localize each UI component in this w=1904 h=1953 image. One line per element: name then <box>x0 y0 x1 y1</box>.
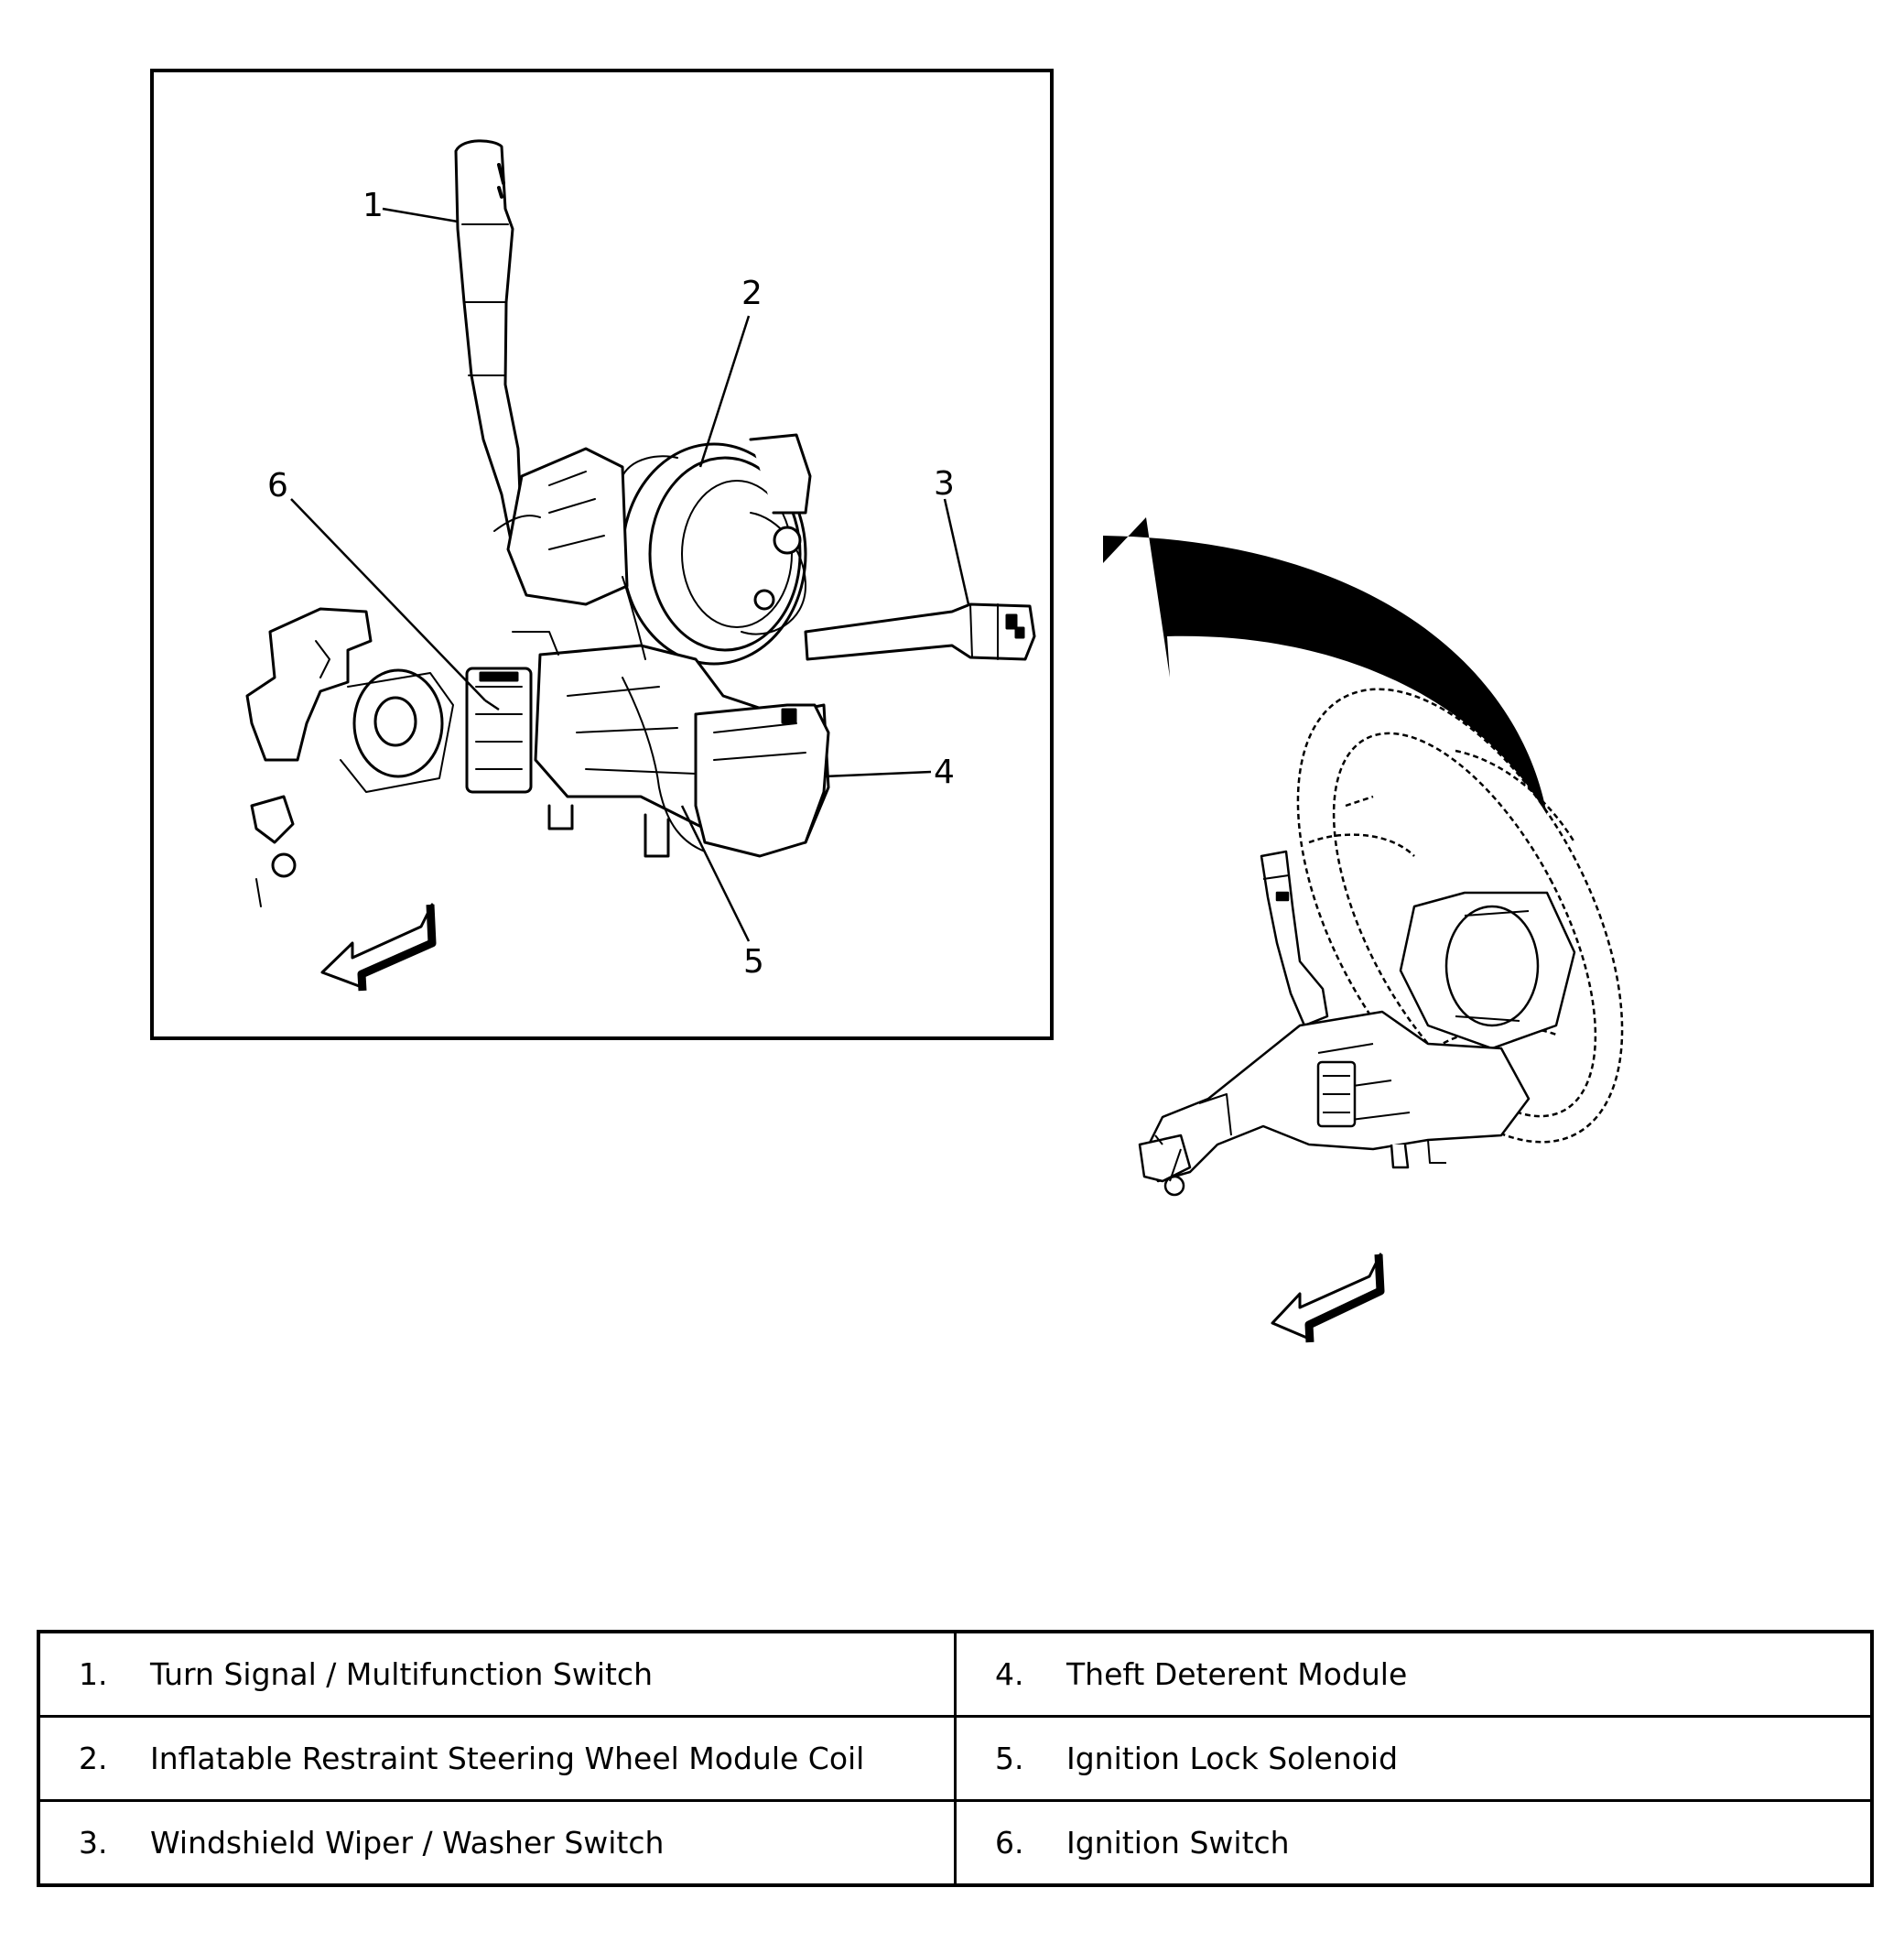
callout-4: 4 <box>934 754 955 791</box>
wiper-washer-lever <box>804 602 1036 661</box>
overview-column-detail <box>1138 850 1576 1197</box>
callout-6: 6 <box>267 467 288 505</box>
legend-item-2: 2. Inflatable Restraint Steering Wheel Mo… <box>37 1715 957 1802</box>
view-direction-arrow-icon <box>320 903 437 992</box>
mounting-bracket <box>245 607 373 907</box>
callout-3: 3 <box>934 465 955 503</box>
legend-label: Turn Signal / Multifunction Switch <box>150 1656 653 1692</box>
parts-legend-table: 1. Turn Signal / Multifunction Switch 4. T… <box>37 1630 1874 1887</box>
legend-number: 4. <box>995 1656 1024 1692</box>
legend-item-4: 4. Theft Deterent Module <box>954 1630 1874 1718</box>
legend-row: 3. Windshield Wiper / Washer Switch 6. Ign… <box>37 1799 1874 1887</box>
column-assembly-detail <box>245 139 1036 907</box>
legend-number: 3. <box>79 1825 108 1861</box>
legend-row: 2. Inflatable Restraint Steering Wheel Mo… <box>37 1715 1874 1802</box>
callout-1: 1 <box>362 187 384 224</box>
detail-view-frame <box>150 69 1054 1040</box>
legend-label: Ignition Lock Solenoid <box>1066 1741 1399 1776</box>
clockspring-coil <box>621 433 812 666</box>
legend-label: Windshield Wiper / Washer Switch <box>150 1825 665 1861</box>
legend-item-6: 6. Ignition Switch <box>954 1799 1874 1887</box>
view-direction-arrow-icon <box>1271 1253 1385 1343</box>
lock-cylinder <box>340 668 454 793</box>
leader-lines <box>290 207 970 942</box>
turn-signal-lever <box>454 139 547 570</box>
legend-number: 2. <box>79 1741 108 1776</box>
legend-number: 6. <box>995 1825 1024 1861</box>
legend-number: 5. <box>995 1741 1024 1776</box>
ignition-switch <box>465 667 533 794</box>
legend-item-5: 5. Ignition Lock Solenoid <box>954 1715 1874 1802</box>
callout-5: 5 <box>743 943 764 981</box>
legend-item-3: 3. Windshield Wiper / Washer Switch <box>37 1799 957 1887</box>
legend-label: Ignition Switch <box>1066 1825 1290 1861</box>
legend-label: Inflatable Restraint Steering Wheel Modu… <box>150 1741 865 1776</box>
legend-label: Theft Deterent Module <box>1066 1656 1408 1692</box>
legend-row: 1. Turn Signal / Multifunction Switch 4. T… <box>37 1630 1874 1718</box>
solenoid-wire <box>622 677 706 852</box>
switch-housing <box>493 447 629 606</box>
curved-pointer-arrow-icon <box>1103 517 1547 815</box>
callout-2: 2 <box>741 275 763 312</box>
legend-item-1: 1. Turn Signal / Multifunction Switch <box>37 1630 957 1718</box>
legend-number: 1. <box>79 1656 108 1692</box>
theft-deterrent-module <box>694 703 830 858</box>
